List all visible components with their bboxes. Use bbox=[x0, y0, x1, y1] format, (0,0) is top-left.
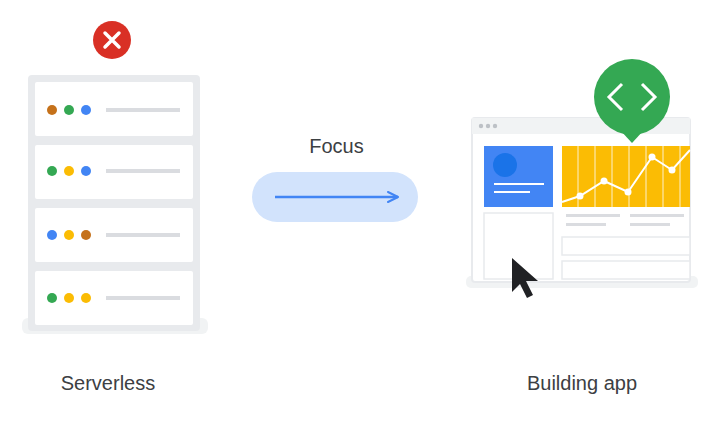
caption: Serverless bbox=[57, 372, 160, 395]
app-window bbox=[466, 118, 698, 288]
error-badge bbox=[93, 21, 131, 59]
code-badge bbox=[594, 59, 670, 143]
server-stack bbox=[28, 75, 200, 331]
mouse-cursor bbox=[512, 258, 538, 298]
caption: Building app bbox=[523, 372, 642, 395]
server-stack-node: Serverless bbox=[20, 60, 275, 410]
arrow-pill bbox=[252, 172, 418, 222]
arrow-label: Focus bbox=[305, 135, 367, 158]
flow-arrow bbox=[275, 196, 398, 199]
app-window-node: Building app bbox=[398, 60, 708, 410]
